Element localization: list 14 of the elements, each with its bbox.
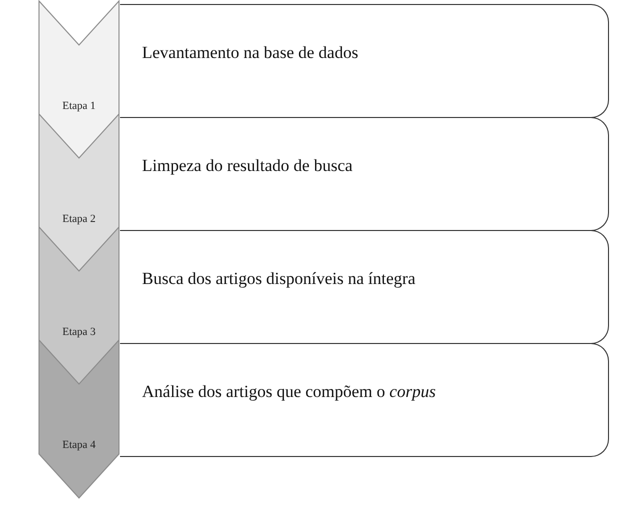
step-marker xyxy=(38,339,120,499)
step-marker xyxy=(38,0,120,160)
step-label: Etapa 1 xyxy=(61,100,97,112)
step-description: Limpeza do resultado de busca xyxy=(142,156,353,176)
description-box xyxy=(120,343,609,457)
step-marker xyxy=(38,113,120,273)
step-marker xyxy=(38,226,120,386)
step-description: Análise dos artigos que compõem o corpus xyxy=(142,382,436,402)
step-label: Etapa 2 xyxy=(61,213,97,225)
step-label: Etapa 3 xyxy=(61,326,97,338)
step-description: Busca dos artigos disponíveis na íntegra xyxy=(142,269,416,289)
step-description: Levantamento na base de dados xyxy=(142,43,358,63)
step-label: Etapa 4 xyxy=(61,439,97,451)
description-box xyxy=(120,4,609,118)
